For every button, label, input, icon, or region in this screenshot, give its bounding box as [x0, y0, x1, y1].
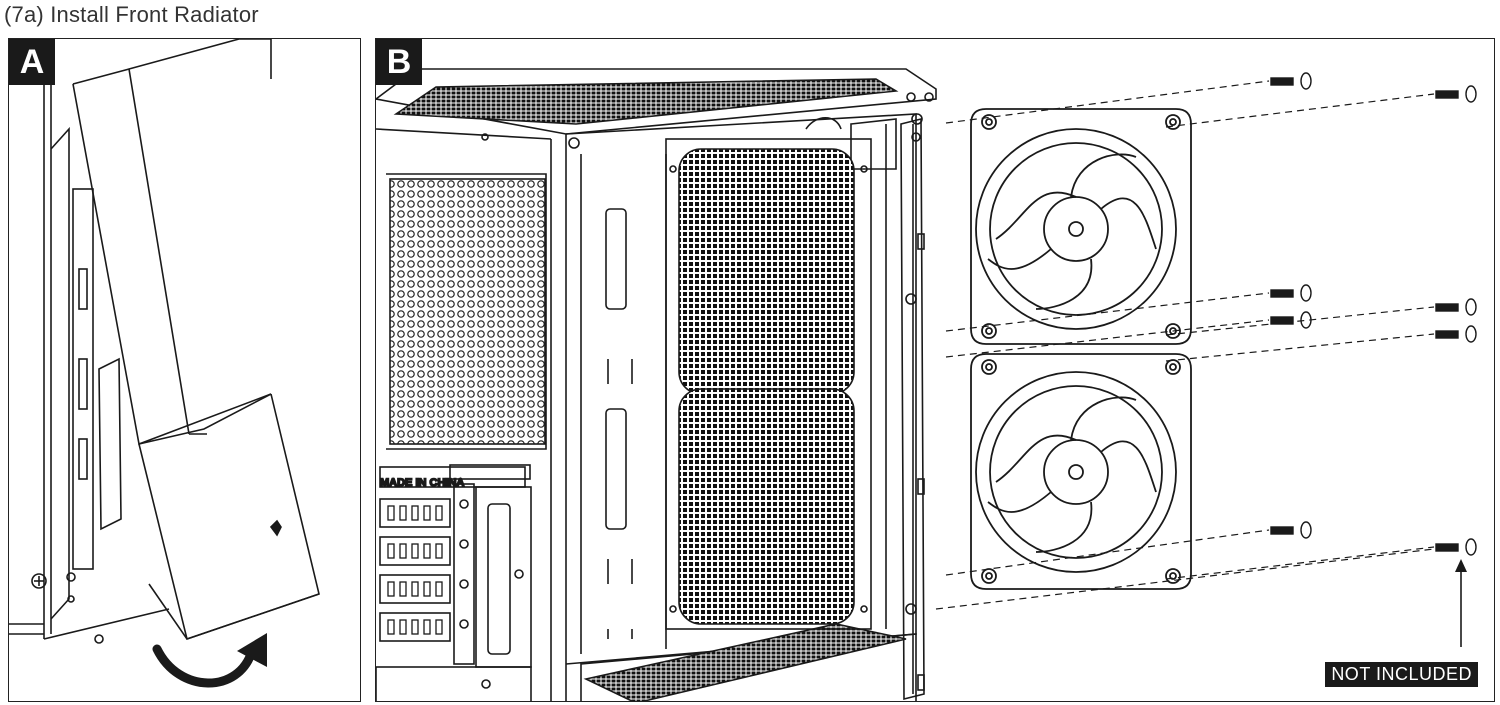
screw [1435, 298, 1477, 316]
step-badge-b: B [376, 39, 422, 85]
panel-a: A [8, 38, 361, 702]
screw [1270, 72, 1312, 90]
screw [1435, 538, 1477, 556]
fan-top [970, 108, 1192, 345]
front-panel-illustration [9, 39, 320, 688]
panel-b: B [375, 38, 1495, 702]
screw [1270, 284, 1312, 302]
fan-bottom [970, 353, 1192, 590]
screw [1270, 521, 1312, 539]
step-badge-a: A [9, 39, 55, 85]
made-in-china-label: MADE IN CHINA [380, 477, 464, 489]
case-text: MADE IN CHINA [379, 476, 465, 490]
up-arrow-icon [1455, 559, 1467, 647]
page-title: (7a) Install Front Radiator [4, 2, 259, 27]
screw [1270, 311, 1312, 329]
screw [1435, 325, 1477, 343]
screws [1270, 72, 1477, 556]
screw [1435, 85, 1477, 103]
curved-arrow-icon [152, 633, 267, 688]
not-included-label: NOT INCLUDED [1325, 662, 1478, 687]
case-radiator-illustration: MADE IN CHINA [376, 68, 1477, 701]
